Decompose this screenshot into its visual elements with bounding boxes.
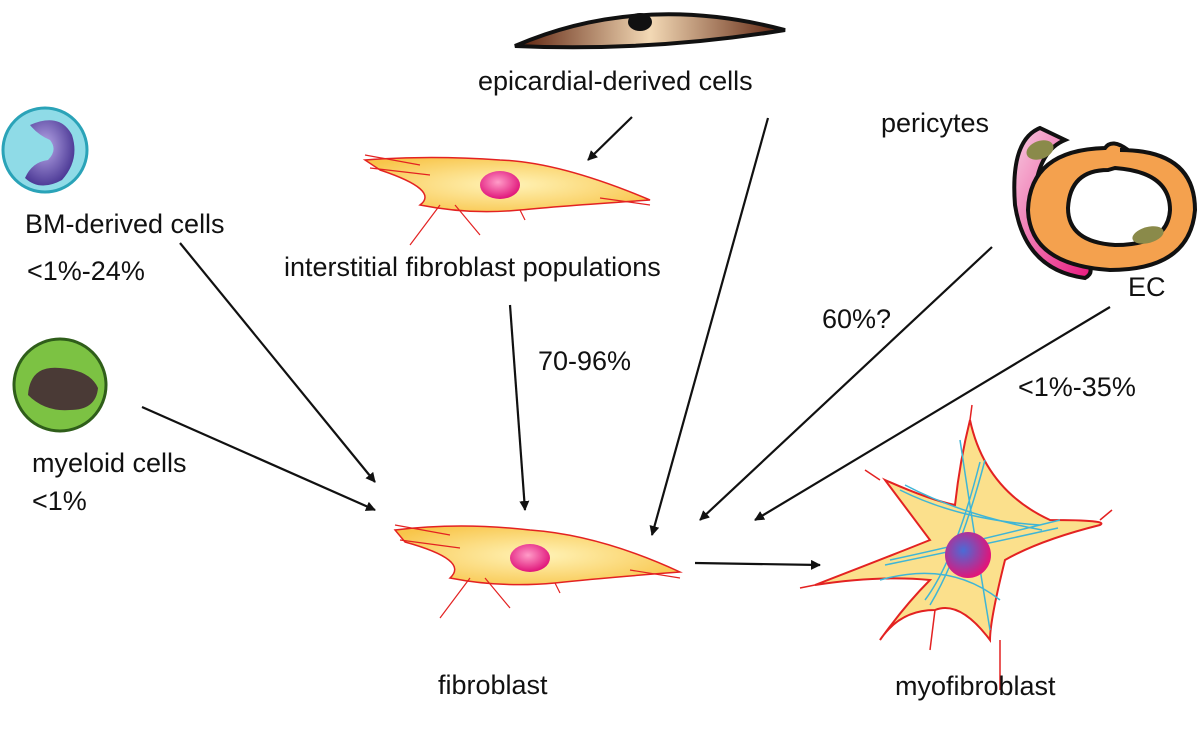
arrow-epicardial-to-fibroblast [649, 117, 770, 536]
myeloid-cell-icon [12, 337, 108, 433]
label-myeloid-percentage: <1% [32, 486, 87, 516]
label-pericyte-percentage: 60%? [822, 304, 892, 334]
label-bm-percentage: <1%-24% [27, 256, 145, 286]
label-myeloid-cells: myeloid cells [32, 448, 187, 478]
label-fibroblast: fibroblast [438, 670, 548, 700]
arrow-pericytes-to-fibroblast [699, 246, 993, 521]
arrow-ec-to-fibroblast [754, 306, 1111, 521]
bm-derived-cell-icon [1, 106, 89, 194]
label-interstitial-percentage: 70-96% [538, 346, 632, 376]
myofibroblast-icon [799, 404, 1113, 690]
arrow-epicardial-to-interstitial [587, 116, 633, 161]
arrow-myeloid-to-fibroblast [141, 405, 376, 512]
epicardial-cell-icon [514, 12, 786, 50]
label-myofibroblast: myofibroblast [895, 671, 1056, 701]
pericyte-ec-icon [1012, 125, 1198, 281]
arrow-fibroblast-to-myofibroblast [694, 559, 821, 570]
arrow-bm-to-fibroblast [179, 242, 376, 483]
label-ec-percentage: <1%-35% [1018, 372, 1136, 402]
arrows [141, 116, 1111, 570]
label-bm-derived-cells: BM-derived cells [25, 209, 225, 239]
label-ec: EC [1128, 272, 1166, 302]
fibroblast-icon [393, 524, 683, 619]
arrow-interstitial-to-fibroblast [508, 304, 530, 511]
interstitial-fibroblast-icon [362, 154, 651, 246]
label-epicardial-derived-cells: epicardial-derived cells [478, 66, 753, 96]
label-pericytes: pericytes [881, 108, 990, 138]
label-interstitial-fibroblast-populations: interstitial fibroblast populations [284, 252, 661, 282]
